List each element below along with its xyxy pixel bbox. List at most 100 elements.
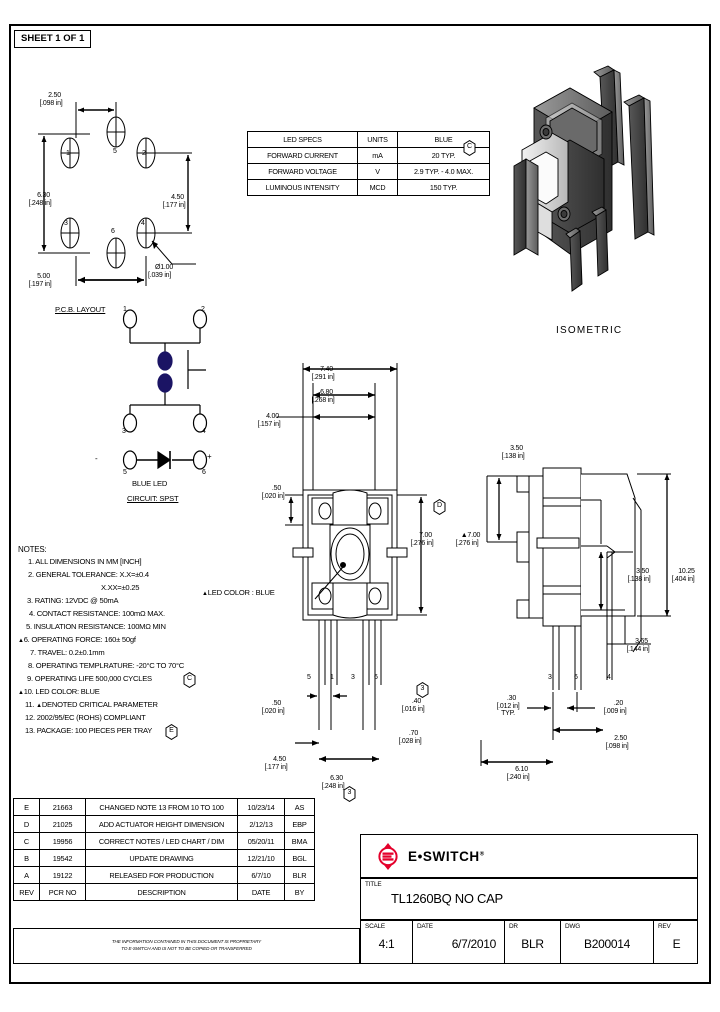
rev-d-pcr: 21025 — [39, 815, 86, 833]
note-7: 7. TRAVEL: 0.2±0.1mm — [30, 648, 105, 657]
dr-label: DR — [509, 923, 518, 930]
front-view-drawing — [277, 363, 427, 762]
critical-triangle-icon: ▲ — [202, 591, 208, 597]
trademark-symbol: ® — [479, 851, 485, 858]
revision-balloon-c-note9: C — [182, 672, 197, 688]
side-dim-0p30: .30[.012 in]TYP. — [496, 694, 520, 718]
front-pin-label-6: 6 — [374, 674, 378, 681]
forward-voltage-units: V — [357, 163, 398, 180]
date-value: 6/7/2010 — [451, 937, 497, 951]
led-polarity-minus: - — [95, 454, 98, 463]
rev-e-pcr: 21663 — [39, 798, 86, 816]
front-dim-0p40: .40[.016 in] — [401, 697, 425, 713]
pcb-dim-hole-dia: Ø1.00[.039 in] — [148, 263, 174, 279]
dwg-label: DWG — [565, 923, 581, 930]
proprietary-notice: THE INFORMATION CONTAINED IN THIS DOCUME… — [13, 928, 360, 964]
proprietary-line-2: TO E-SWITCH AND IS NOT TO BE COPIED OR T… — [121, 945, 252, 951]
rev-a-letter: A — [13, 866, 40, 884]
forward-voltage-param: FORWARD VOLTAGE — [247, 163, 358, 180]
front-dim-4p00: 4.00[.157 in] — [257, 412, 281, 428]
side-dim-3p50-top: 3.50[.138 in] — [501, 444, 525, 460]
rev-c-date: 05/20/11 — [237, 832, 285, 850]
table-row: B 19542 UPDATE DRAWING 12/21/10 BGL — [13, 849, 315, 867]
rev-header-description: DESCRIPTION — [85, 883, 238, 901]
pcb-dim-2p50: 2.50[.098 in] — [39, 91, 63, 107]
scale-value: 4:1 — [378, 937, 395, 951]
circuit-pad-label-1: 1 — [123, 306, 127, 313]
revision-balloon-e-note13: E — [164, 724, 179, 740]
table-row: C 19956 CORRECT NOTES / LED CHART / DIM … — [13, 832, 315, 850]
table-row-header: REV PCR NO DESCRIPTION DATE BY — [13, 883, 315, 901]
rev-a-pcr: 19122 — [39, 866, 86, 884]
side-dim-3p65: 3.65[.144 in] — [626, 637, 650, 653]
pcb-pad-label-1: 1 — [66, 150, 70, 157]
side-dim-10p25: 10.25[.404 in] — [671, 567, 695, 583]
led-color-callout: ▲LED COLOR : BLUE — [202, 588, 275, 597]
table-row: LUMINOUS INTENSITY MCD 150 TYP. — [247, 179, 490, 196]
rev-c-pcr: 19956 — [39, 832, 86, 850]
side-dim-2p50: 2.50[.098 in] — [605, 734, 629, 750]
front-pin-label-5: 5 — [307, 674, 311, 681]
rev-b-by: BGL — [284, 849, 315, 867]
date-field: DATE 6/7/2010 — [413, 921, 505, 963]
rev-b-pcr: 19542 — [39, 849, 86, 867]
note-1: 1. ALL DIMENSIONS IN MM [INCH] — [28, 557, 142, 566]
rev-a-description: RELEASED FOR PRODUCTION — [85, 866, 238, 884]
side-view-drawing — [480, 467, 671, 766]
rev-d-date: 2/12/13 — [237, 815, 285, 833]
drawing-border — [9, 24, 711, 984]
rev-b-date: 12/21/10 — [237, 849, 285, 867]
rev-c-description: CORRECT NOTES / LED CHART / DIM — [85, 832, 238, 850]
part-number-title: TL1260BQ NO CAP — [391, 891, 503, 906]
drawing-number-field: DWG B200014 — [561, 921, 654, 963]
rev-b-letter: B — [13, 849, 40, 867]
pcb-layout-drawing — [38, 102, 196, 286]
pcb-dim-5p00: 5.00[.197 in] — [28, 272, 52, 288]
scale-label: SCALE — [365, 923, 385, 930]
eswitch-logo-mark-icon — [375, 843, 401, 870]
side-pin-label-4: 4 — [607, 674, 611, 681]
date-label: DATE — [417, 923, 433, 930]
circuit-pad-label-4: 4 — [202, 428, 206, 435]
isometric-view-drawing — [513, 65, 655, 292]
luminous-intensity-units: MCD — [357, 179, 398, 196]
note-3: 3. RATING: 12VDC @ 50mA — [27, 596, 119, 605]
front-dim-4p50: 4.50[.177 in] — [264, 755, 288, 771]
table-row: D 21025 ADD ACTUATOR HEIGHT DIMENSION 2/… — [13, 815, 315, 833]
led-specs-table: LED SPECS UNITS BLUE FORWARD CURRENT mA … — [247, 131, 490, 196]
note-4: 4. CONTACT RESISTANCE: 100mΩ MAX. — [29, 609, 165, 618]
rev-e-by: AS — [284, 798, 315, 816]
front-dim-0p50-top: .50[.020 in] — [261, 484, 285, 500]
pcb-pad-label-6: 6 — [111, 228, 115, 235]
rev-e-description: CHANGED NOTE 13 FROM 10 TO 100 — [85, 798, 238, 816]
pcb-dim-6p30: 6.30[.248 in] — [28, 191, 52, 207]
note-12: 12. 2002/95/EC (ROHS) COMPLIANT — [25, 713, 146, 722]
pcb-pad-label-2: 2 — [142, 150, 146, 157]
circuit-pad-label-6: 6 — [202, 469, 206, 476]
scale-field: SCALE 4:1 — [361, 921, 413, 963]
critical-triangle-icon: ▲ — [36, 703, 42, 709]
revision-balloon-3-front-b: 3 — [342, 786, 357, 802]
circuit-pad-label-3: 3 — [122, 428, 126, 435]
circuit-type-label: CIRCUIT: SPST — [127, 494, 179, 503]
note-6: ▲6. OPERATING FORCE: 160± 50gf — [18, 635, 136, 644]
note-11: 11. ▲DENOTED CRITICAL PARAMETER — [25, 700, 158, 709]
table-row-header: LED SPECS UNITS BLUE — [247, 131, 490, 148]
rev-d-by: EBP — [284, 815, 315, 833]
circuit-schematic-drawing — [122, 309, 208, 470]
front-dim-7p40: 7.40[.291 in] — [311, 365, 335, 381]
title-block-details: SCALE 4:1 DATE 6/7/2010 DR BLR DWG B2000… — [360, 920, 698, 964]
rev-c-letter: C — [13, 832, 40, 850]
dwg-value: B200014 — [584, 937, 630, 951]
proprietary-line-1: THE INFORMATION CONTAINED IN THIS DOCUME… — [111, 939, 262, 944]
pcb-pad-label-4: 4 — [141, 220, 145, 227]
front-dim-6p80: 6.80[.268 in] — [311, 388, 335, 404]
company-logo-block: E•SWITCH® — [360, 834, 698, 878]
led-specs-header-units: UNITS — [357, 131, 398, 148]
blue-led-label: BLUE LED — [132, 479, 168, 488]
side-dim-3p50-lead: 3.50[.138 in] — [627, 567, 651, 583]
side-pin-label-6: 6 — [574, 674, 578, 681]
isometric-view-label: ISOMETRIC — [556, 325, 623, 336]
drawing-title-block: TITLE TL1260BQ NO CAP — [360, 878, 698, 920]
